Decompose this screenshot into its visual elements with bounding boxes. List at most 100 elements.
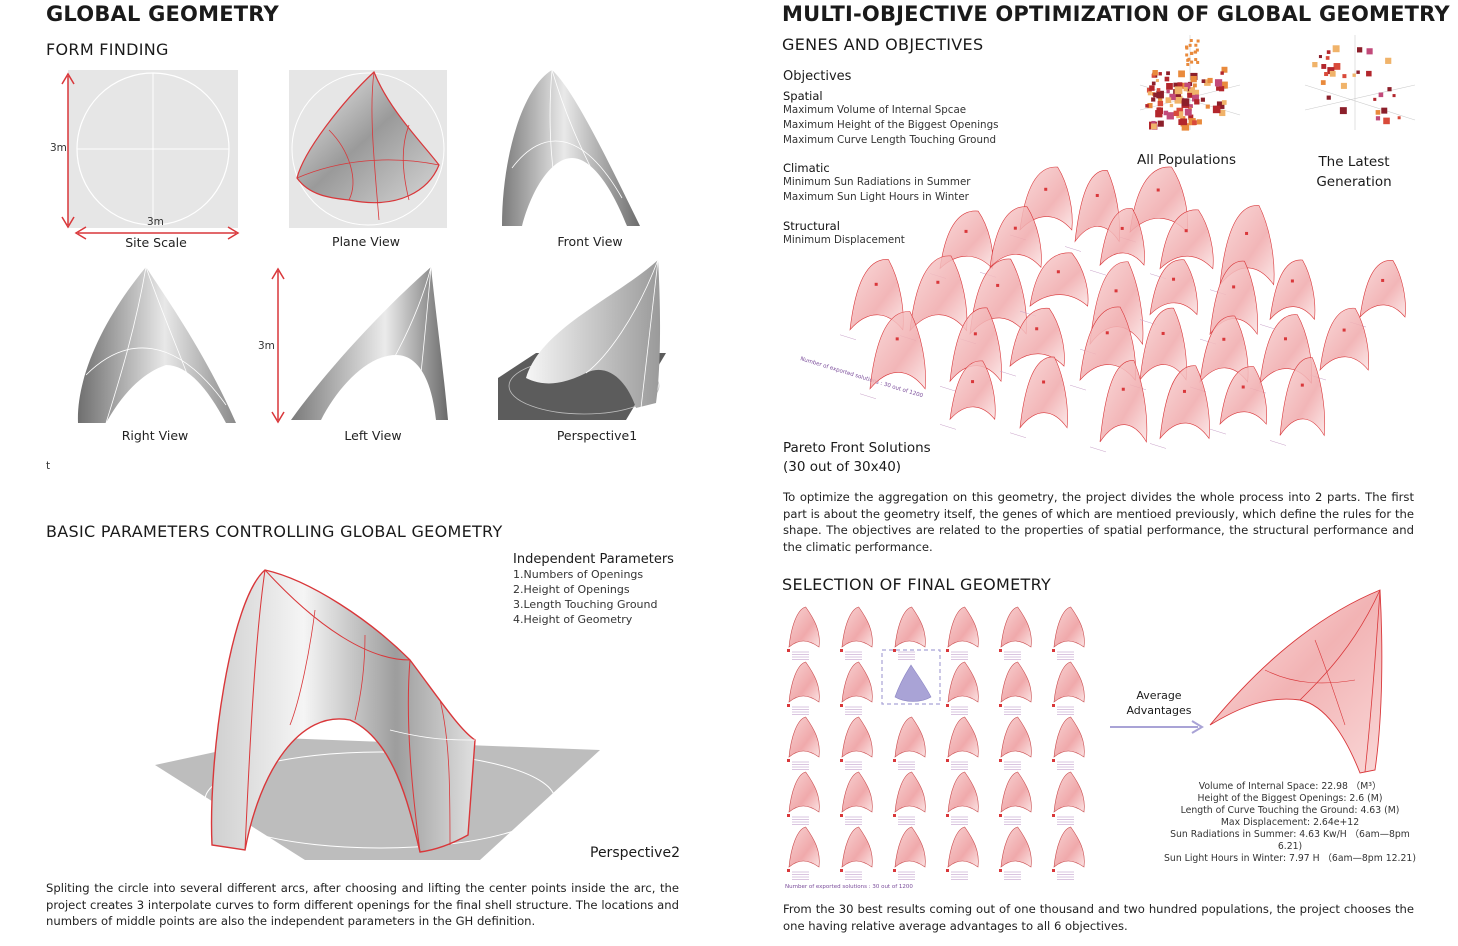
shell-annotation-line	[1089, 269, 1107, 276]
perspective1-figure	[496, 258, 668, 423]
population-marker	[1194, 43, 1198, 47]
basic-parameters-description: Spliting the circle into several differe…	[46, 881, 679, 928]
candidate-shell	[788, 606, 820, 648]
candidate-marker	[1052, 649, 1055, 652]
candidate-marker	[787, 869, 790, 872]
arrow-icon	[1110, 720, 1205, 734]
parameter-item: 3.Length Touching Ground	[513, 598, 658, 611]
pareto-shell	[909, 255, 968, 332]
shell-marker	[1300, 383, 1304, 387]
generation-marker	[1387, 87, 1392, 92]
candidate-shell	[788, 661, 820, 703]
candidate-shell	[1000, 826, 1032, 868]
population-marker	[1187, 87, 1196, 95]
spec-volume: Volume of Internal Space: 22.98 （M³）	[1198, 781, 1382, 792]
shell-annotation-line	[1259, 324, 1277, 330]
candidate-marker	[946, 814, 949, 817]
population-marker	[1192, 120, 1197, 126]
population-marker	[1157, 100, 1164, 107]
generation-marker	[1326, 50, 1331, 54]
pareto-shell	[1129, 166, 1188, 233]
pareto-shell	[1269, 259, 1316, 321]
generation-marker	[1397, 116, 1401, 120]
generation-marker	[1378, 92, 1384, 98]
population-marker	[1185, 46, 1189, 50]
population-marker	[1194, 99, 1200, 105]
population-marker	[1176, 111, 1184, 119]
shell-marker	[1182, 389, 1186, 393]
population-marker	[1169, 93, 1176, 101]
all-populations-label: All Populations	[1137, 152, 1236, 168]
candidate-marker	[999, 649, 1002, 652]
selection-description: From the 30 best results coming out of o…	[783, 902, 1414, 933]
caption-perspective1: Perspective1	[556, 428, 638, 443]
population-marker	[1188, 114, 1194, 120]
pareto-shell	[1074, 170, 1120, 243]
objectives-label: Objectives	[783, 69, 852, 84]
shell-annotation-line	[939, 386, 957, 392]
pareto-shell	[989, 206, 1042, 269]
population-marker	[1184, 108, 1192, 116]
final-specs: Volume of Internal Space: 22.98 （M³） Hei…	[1160, 781, 1420, 865]
generation-marker	[1324, 72, 1329, 77]
population-marker	[1181, 123, 1190, 131]
generation-marker	[1357, 47, 1363, 53]
shell-annotation-line	[1009, 432, 1027, 439]
basic-parameters-heading: BASIC PARAMETERS CONTROLLING GLOBAL GEOM…	[46, 522, 503, 541]
candidate-shell	[947, 771, 979, 813]
generation-marker	[1325, 56, 1330, 60]
population-marker	[1173, 82, 1178, 88]
population-marker	[1153, 92, 1158, 98]
generation-marker	[1333, 63, 1341, 70]
shell-annotation-line	[859, 393, 877, 400]
all-populations-plot	[1130, 35, 1250, 145]
pareto-shell	[1279, 357, 1325, 437]
parameter-item: 1.Numbers of Openings	[513, 568, 644, 581]
shell-marker	[1222, 337, 1226, 341]
perspective2-figure	[150, 560, 610, 865]
candidate-shell	[1053, 826, 1085, 868]
population-marker	[1190, 75, 1197, 83]
candidate-marker	[946, 759, 949, 762]
population-marker	[1190, 60, 1194, 64]
generation-marker	[1327, 67, 1335, 75]
pareto-shell	[1099, 208, 1145, 267]
generation-marker	[1373, 97, 1377, 101]
objective-item: Maximum Curve Length Touching Ground	[783, 133, 997, 146]
population-marker	[1151, 120, 1156, 126]
selected-candidate-shell	[894, 664, 932, 702]
population-marker	[1192, 89, 1200, 97]
population-marker	[1221, 100, 1227, 105]
candidate-shell	[894, 826, 926, 868]
pareto-shell	[1029, 252, 1089, 307]
shell-marker	[1283, 337, 1287, 341]
shell-marker	[1013, 226, 1017, 230]
population-marker	[1147, 103, 1153, 109]
candidate-shell	[1053, 606, 1085, 648]
population-marker	[1177, 82, 1183, 88]
candidate-shell	[947, 826, 979, 868]
shell-marker	[971, 380, 975, 384]
shell-marker	[1105, 331, 1109, 335]
average-line1: Average	[1136, 689, 1182, 702]
candidate-shell	[947, 661, 979, 703]
population-marker	[1178, 70, 1185, 78]
candidate-marker	[893, 814, 896, 817]
group-structural: Structural	[783, 218, 840, 233]
shell-marker	[1241, 385, 1245, 389]
population-marker	[1165, 97, 1172, 103]
population-marker	[1183, 86, 1188, 92]
generation-marker	[1332, 45, 1340, 53]
pareto-line2: (30 out of 30x40)	[783, 459, 902, 475]
form-finding-heading: FORM FINDING	[46, 40, 169, 59]
front-view-figure	[502, 68, 642, 228]
population-marker	[1166, 89, 1170, 94]
shell-marker	[1035, 327, 1039, 331]
shell-annotation-line	[1069, 384, 1087, 391]
population-marker	[1187, 92, 1193, 98]
generation-marker	[1381, 107, 1388, 114]
population-marker	[1212, 105, 1221, 114]
population-marker	[1196, 119, 1202, 125]
population-marker	[1174, 95, 1183, 104]
average-advantages-label: Average Advantages	[1120, 688, 1198, 718]
